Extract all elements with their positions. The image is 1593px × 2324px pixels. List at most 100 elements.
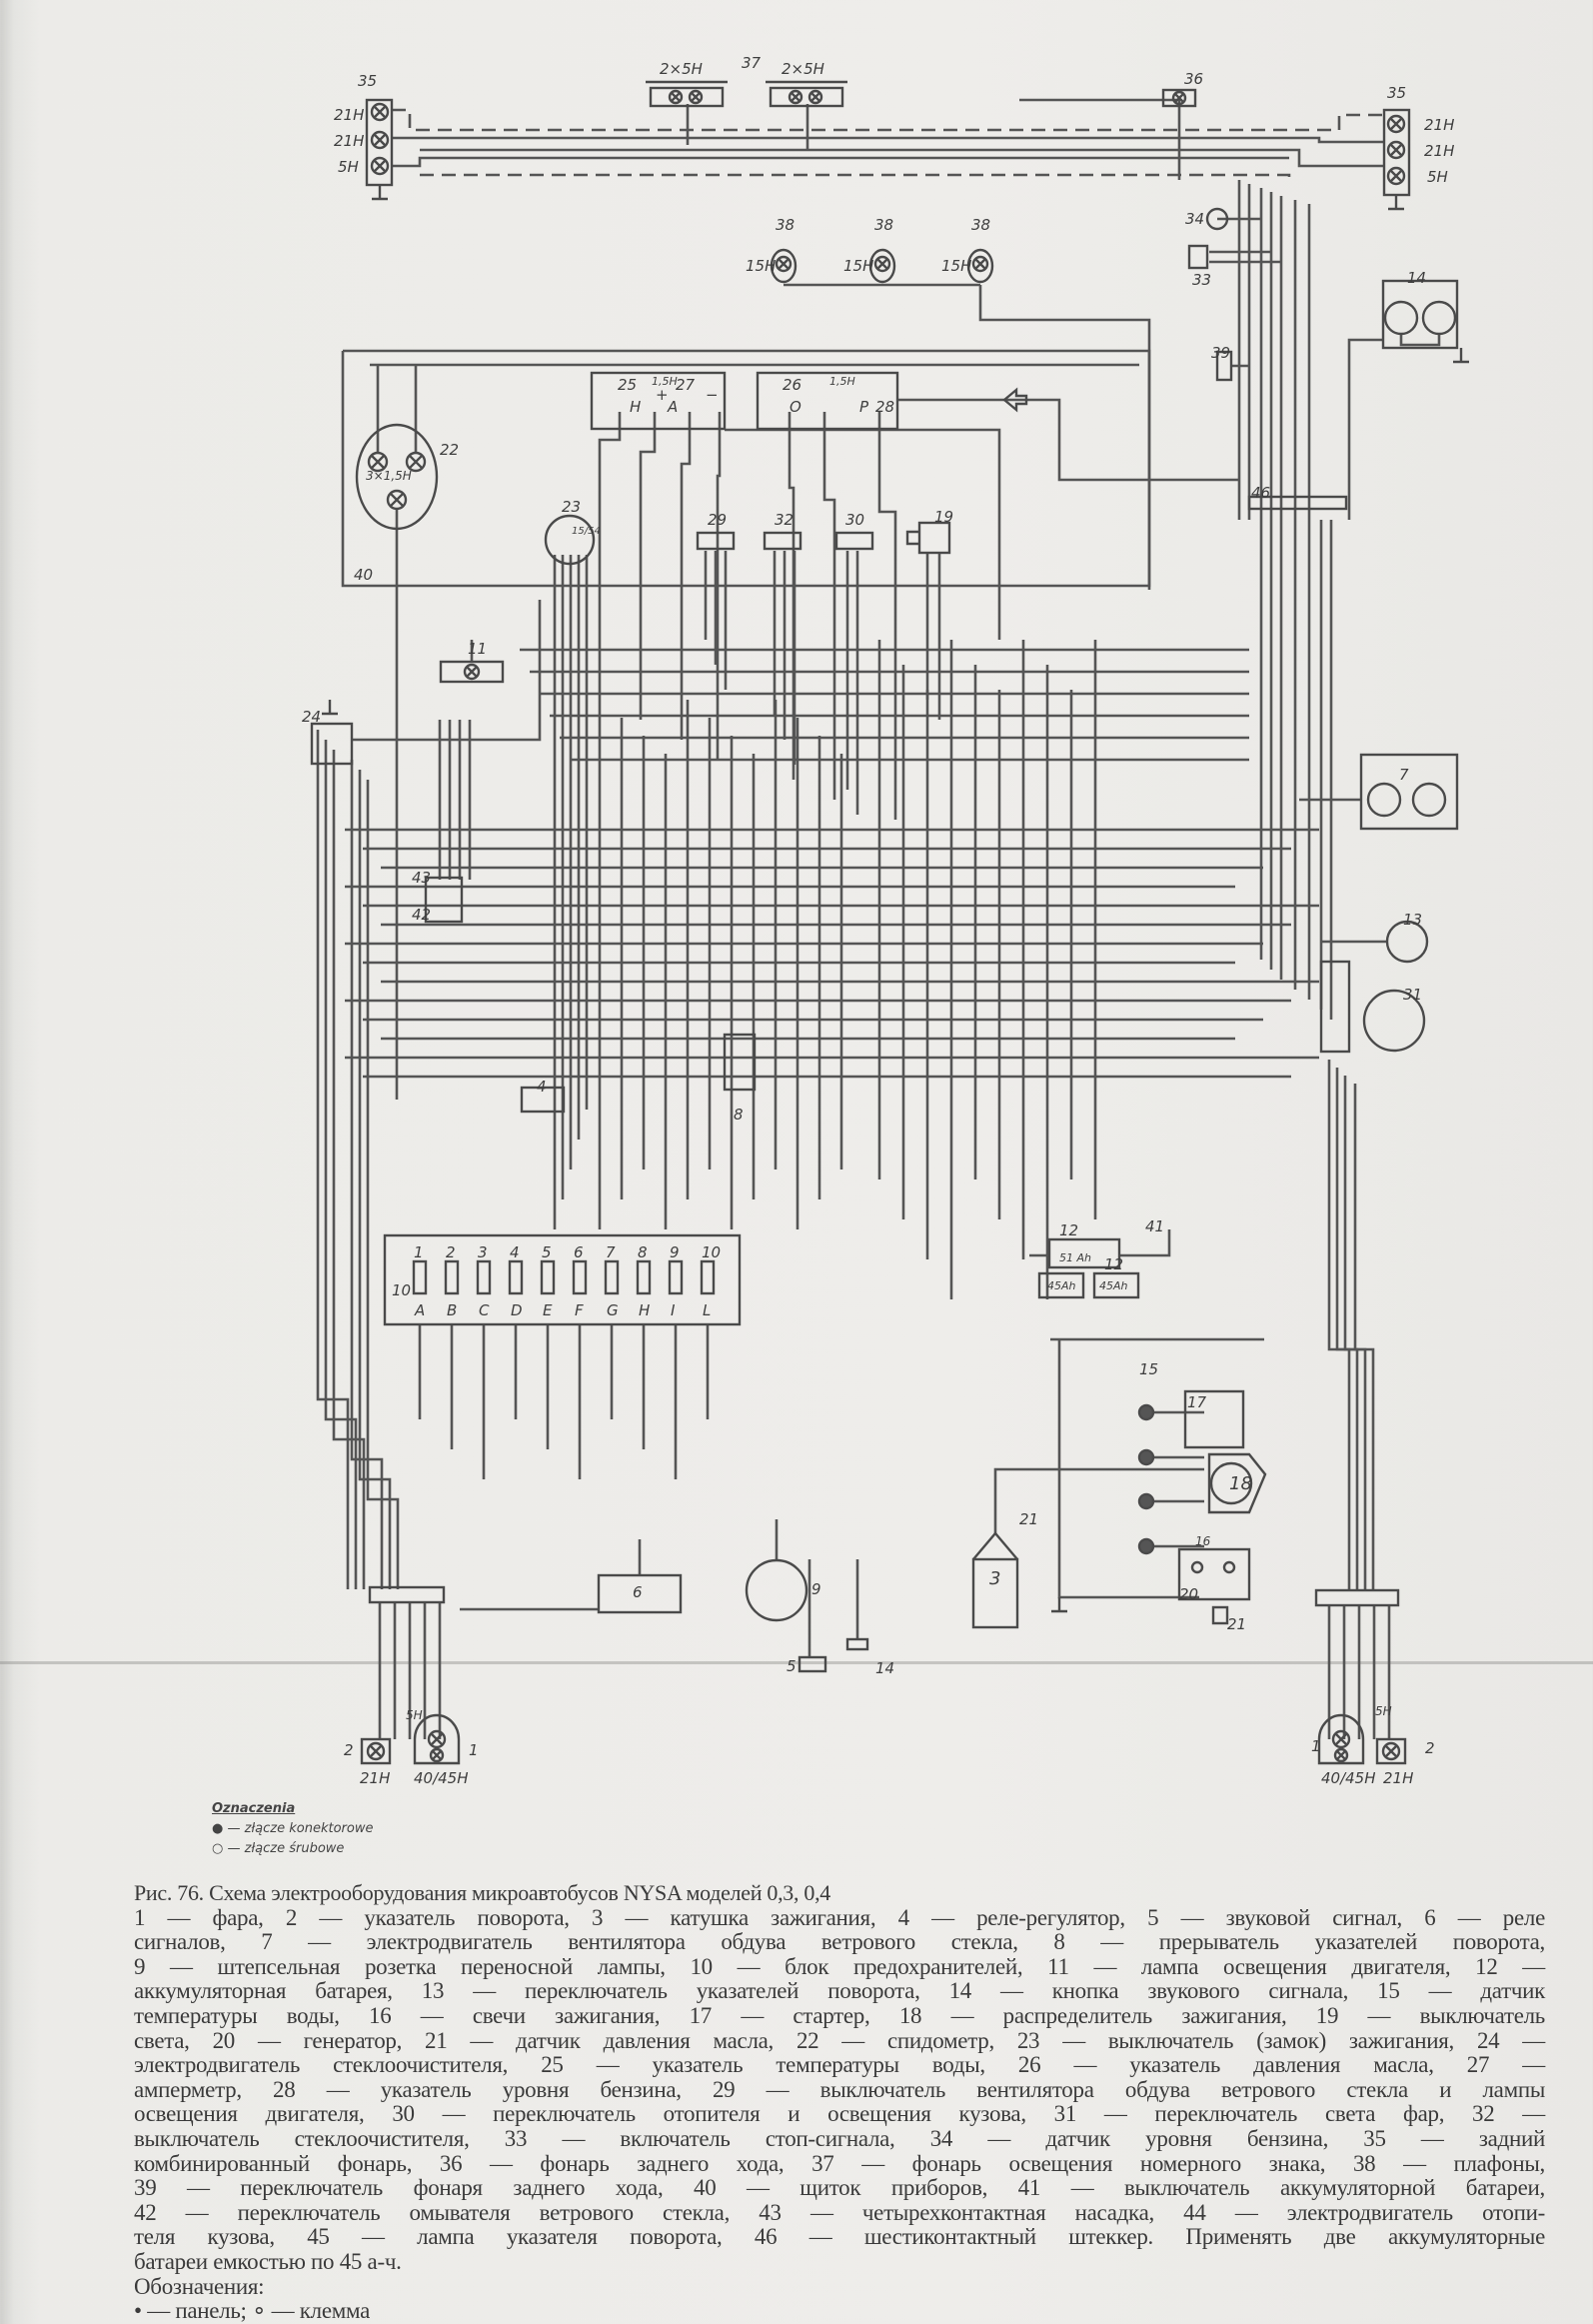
gauge-mark: P (859, 398, 869, 416)
gauge-mark: + (656, 386, 669, 404)
lamp-icon (370, 156, 390, 176)
wire (332, 750, 366, 1589)
label-9: 9 (811, 1580, 821, 1598)
fuse-number: 2 (446, 1243, 456, 1261)
label-6: 6 (633, 1583, 643, 1601)
wire (1353, 1084, 1375, 1591)
caption-line: выключатель стеклоочистителя, 33 — включ… (134, 2125, 1545, 2151)
label-38: 38 (874, 216, 893, 234)
fuse (572, 1259, 588, 1295)
wire (897, 398, 1239, 482)
rating: 5Н (1427, 168, 1448, 186)
label-37: 37 (742, 54, 762, 72)
lamp-cross (1335, 1749, 1347, 1761)
fuse-terminal-label: A (414, 1301, 425, 1319)
label-1: 1 (469, 1741, 479, 1759)
caption-line: электродвигатель стеклоочистителя, 25 — … (134, 2052, 1545, 2078)
label-38: 38 (776, 216, 795, 234)
battery-12 (1037, 1271, 1085, 1299)
wire (993, 1467, 1204, 1533)
label-5: 5 (787, 1657, 796, 1675)
plate-lamp-37 (769, 86, 844, 108)
fuse-terminal-label: L (703, 1301, 711, 1319)
fuse-number: 7 (606, 1243, 616, 1261)
caption-line: 1 — фара, 2 — указатель поворота, 3 — ка… (134, 1904, 1545, 1930)
ground-icon (1051, 1597, 1067, 1613)
heater-motor-44 (1381, 279, 1459, 350)
label-4: 4 (537, 1078, 547, 1096)
caption-line: батареи емкостью по 45 а-ч. (134, 2248, 402, 2274)
notation-title: Обозначения: (134, 2273, 265, 2299)
speedometer-22 (355, 423, 439, 531)
rating: 1,5Н (652, 375, 678, 388)
fuse-block-10 (383, 1233, 742, 1326)
label-28: 28 (875, 398, 894, 416)
label-8: 8 (734, 1106, 744, 1124)
fuse (508, 1259, 524, 1295)
terminal (1222, 1560, 1236, 1574)
lamp-cross (876, 258, 888, 270)
fuse-terminal-label: C (479, 1301, 490, 1319)
rating: 5Н (406, 1708, 423, 1722)
spark-plug-16 (1137, 1537, 1155, 1555)
lamp-icon (1381, 1741, 1401, 1761)
lamp-cross (670, 91, 682, 103)
lamp-cross (373, 105, 387, 119)
lamp-icon (1386, 114, 1406, 134)
polish-legend: Oznaczenia ● — złącze konektorowe ○ — zł… (212, 1799, 373, 1859)
fuse-number: 6 (574, 1243, 584, 1261)
label-20: 20 (1179, 1585, 1198, 1603)
lamp-icon (807, 89, 823, 105)
turn-indicator-lamp-45 (1002, 387, 1028, 413)
paper-fold (0, 1661, 1593, 1664)
lamp-cross (809, 91, 821, 103)
voltage-regulator-4 (520, 1086, 566, 1114)
lamp-icon (775, 255, 793, 273)
rating: 2×5Н (782, 60, 824, 78)
rating: 15/54 (572, 526, 601, 537)
rating: 15Н (941, 257, 971, 275)
dome-lamp-38 (770, 248, 797, 284)
label-26: 26 (783, 376, 801, 394)
starter-17 (1183, 1389, 1245, 1449)
label-25: 25 (618, 376, 637, 394)
lamp-icon (668, 89, 684, 105)
switch-39 (1215, 350, 1233, 382)
horn-button-14 (845, 1637, 869, 1651)
lamp-icon (427, 1729, 447, 1749)
label-24: 24 (302, 708, 321, 726)
knob-icon (905, 530, 919, 546)
caption-line: амперметр, 28 — указатель уровня бензина… (134, 2076, 1545, 2102)
ignition-coil-3 (971, 1557, 1019, 1629)
battery-rating: 45Ah (1047, 1279, 1076, 1292)
rating: 5Н (338, 158, 359, 176)
label-19: 19 (934, 508, 953, 526)
label-34: 34 (1185, 210, 1204, 228)
fuse-number: 5 (542, 1243, 552, 1261)
distributor-cap (1209, 1461, 1253, 1505)
wire (639, 412, 657, 720)
battery-rating: 45Ah (1099, 1279, 1128, 1292)
label-18: 18 (1229, 1473, 1252, 1494)
ground-icon (1388, 195, 1404, 211)
rating: 15Н (843, 257, 873, 275)
label-21: 21 (1227, 1615, 1246, 1633)
wire (877, 412, 897, 820)
label-27: 27 (676, 376, 696, 394)
wire (1119, 1229, 1171, 1257)
fuse (700, 1259, 716, 1295)
lamp-icon (1171, 90, 1187, 106)
wire (392, 136, 1384, 144)
lamp-cross (1384, 1744, 1398, 1758)
gauge-26-28 (756, 371, 899, 431)
caption-line: температуры воды, 16 — свечи зажигания, … (134, 2002, 1545, 2028)
switch-30 (834, 531, 874, 551)
wire (822, 412, 836, 800)
motor-icon (1411, 782, 1447, 818)
battery-rating: 51 Ah (1059, 1251, 1091, 1264)
lamp-icon (366, 1741, 386, 1761)
caption-line: света, 20 — генератор, 21 — датчик давле… (134, 2027, 1545, 2053)
rating: 40/45Н (414, 1769, 469, 1787)
reverse-lamp-36 (1161, 88, 1197, 108)
